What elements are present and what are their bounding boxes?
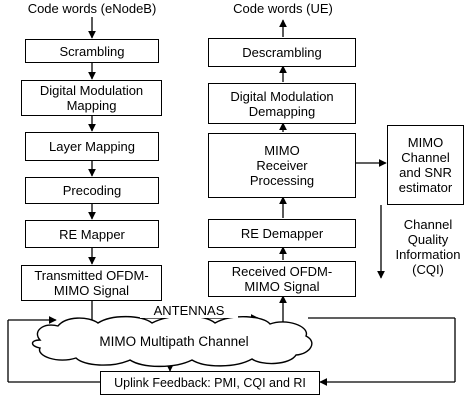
re-mapper-label: RE Mapper: [59, 226, 125, 242]
receiver-processing-label: MIMO Receiver Processing: [249, 143, 315, 188]
estimator-label: MIMO Channel and SNR estimator: [398, 135, 453, 195]
re-mapper-block: RE Mapper: [25, 220, 159, 248]
tx-header: Code words (eNodeB): [27, 1, 157, 16]
re-demapper-label: RE Demapper: [240, 226, 324, 241]
antennas-label: ANTENNAS: [140, 303, 238, 318]
precoding-label: Precoding: [62, 183, 122, 198]
estimator-block: MIMO Channel and SNR estimator: [387, 125, 464, 205]
scrambling-label: Scrambling: [59, 43, 125, 59]
descrambling-label: Descrambling: [242, 45, 322, 60]
receiver-processing-block: MIMO Receiver Processing: [208, 133, 356, 198]
layer-mapping-label: Layer Mapping: [49, 139, 135, 154]
transmitted-signal-block: Transmitted OFDM- MIMO Signal: [21, 265, 162, 301]
precoding-block: Precoding: [25, 177, 159, 204]
rx-header: Code words (UE): [233, 1, 333, 16]
cqi-label: Channel Quality Information (CQI): [395, 217, 461, 277]
channel-cloud-shape: [31, 315, 313, 368]
received-signal-block: Received OFDM- MIMO Signal: [208, 261, 356, 297]
modulation-demapping-block: Digital Modulation Demapping: [208, 83, 356, 124]
modulation-demapping-label: Digital Modulation Demapping: [230, 88, 334, 119]
re-demapper-block: RE Demapper: [208, 219, 356, 248]
channel-label: MIMO Multipath Channel: [99, 334, 249, 349]
layer-mapping-block: Layer Mapping: [25, 132, 159, 161]
uplink-feedback-block: Uplink Feedback: PMI, CQI and RI: [100, 371, 320, 395]
received-signal-label: Received OFDM- MIMO Signal: [231, 264, 333, 294]
modulation-mapping-block: Digital Modulation Mapping: [21, 80, 162, 116]
scrambling-block: Scrambling: [25, 39, 159, 63]
transmitted-signal-label: Transmitted OFDM- MIMO Signal: [34, 268, 149, 298]
modulation-mapping-label: Digital Modulation Mapping: [39, 83, 144, 113]
uplink-feedback-label: Uplink Feedback: PMI, CQI and RI: [114, 375, 306, 390]
descrambling-block: Descrambling: [208, 38, 356, 67]
